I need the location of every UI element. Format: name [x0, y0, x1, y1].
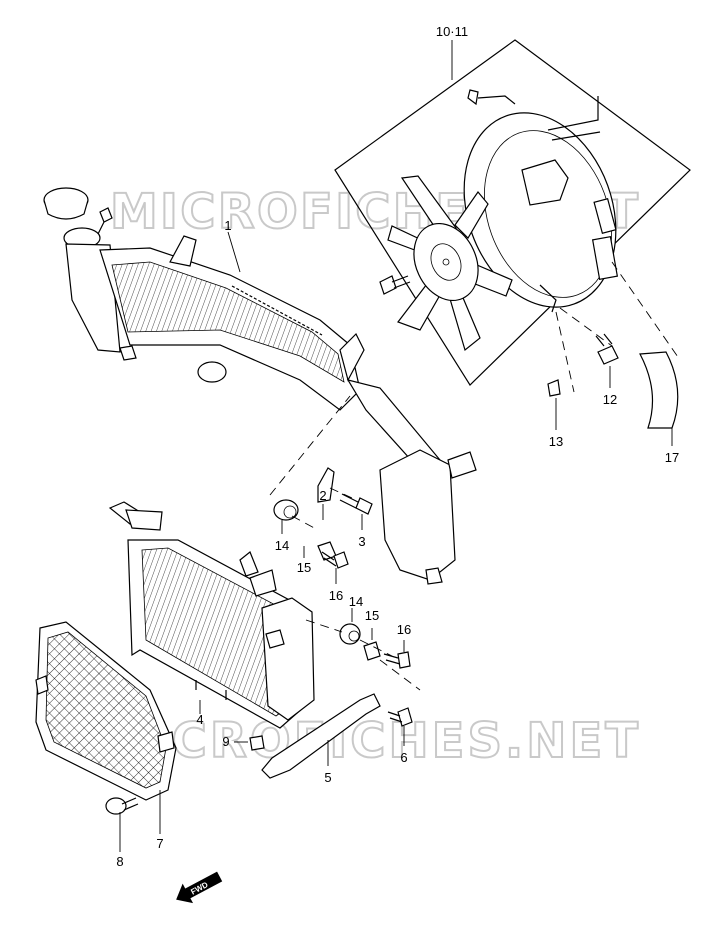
fan-motor [521, 159, 569, 206]
callout-6: 6 [400, 750, 407, 765]
callout-5: 5 [324, 770, 331, 785]
side-tank [379, 449, 456, 581]
callout-14-upper: 14 [275, 538, 289, 553]
leader-lines [119, 40, 681, 852]
fan-assembly [334, 39, 691, 386]
callout-9: 9 [222, 734, 229, 749]
callout-1: 1 [224, 218, 231, 233]
fan-blade [387, 175, 513, 352]
part-14-grommet-upper [273, 499, 299, 521]
callout-12: 12 [603, 392, 617, 407]
part-15-collar-upper [317, 541, 337, 561]
part-13-nut [547, 379, 561, 397]
fan-shroud [463, 112, 617, 308]
part-2-bracket [317, 467, 335, 503]
part-3-bolt [339, 493, 373, 515]
callout-17: 17 [665, 450, 679, 465]
callout-14-lower: 14 [349, 594, 363, 609]
part-5-stay [261, 693, 381, 779]
part-12-bolt [595, 333, 619, 365]
callout-8: 8 [116, 854, 123, 869]
part-17-seal [639, 351, 679, 429]
upper-radiator [43, 187, 477, 585]
part-16-bolt-lower [383, 651, 411, 669]
callout-4: 4 [196, 712, 203, 727]
callout-3: 3 [358, 534, 365, 549]
callout-7: 7 [156, 836, 163, 851]
callout-16-lower: 16 [397, 622, 411, 637]
callout-15-lower: 15 [365, 608, 379, 623]
lower-radiator [108, 501, 315, 729]
watermark-bottom: MICROFICHES.NET [100, 713, 640, 769]
radiator-grille [35, 621, 177, 801]
callout-2: 2 [319, 488, 326, 503]
callout-labels: 10·11 1 2 3 4 5 6 7 8 9 12 13 14 14 15 1… [116, 24, 679, 869]
part-16-bolt-upper [321, 551, 349, 569]
callout-16-upper: 16 [329, 588, 343, 603]
callout-15-upper: 15 [297, 560, 311, 575]
callout-10-11: 10·11 [436, 24, 468, 39]
part-6-bolt [387, 707, 413, 727]
fan-bolt [379, 275, 411, 295]
part-9-nut [249, 735, 265, 751]
part-14-grommet-lower [339, 623, 361, 645]
part-15-collar-lower [363, 641, 381, 661]
part-8-screw [105, 797, 139, 815]
fwd-arrow-icon: FWD [176, 871, 223, 904]
callout-13: 13 [549, 434, 563, 449]
